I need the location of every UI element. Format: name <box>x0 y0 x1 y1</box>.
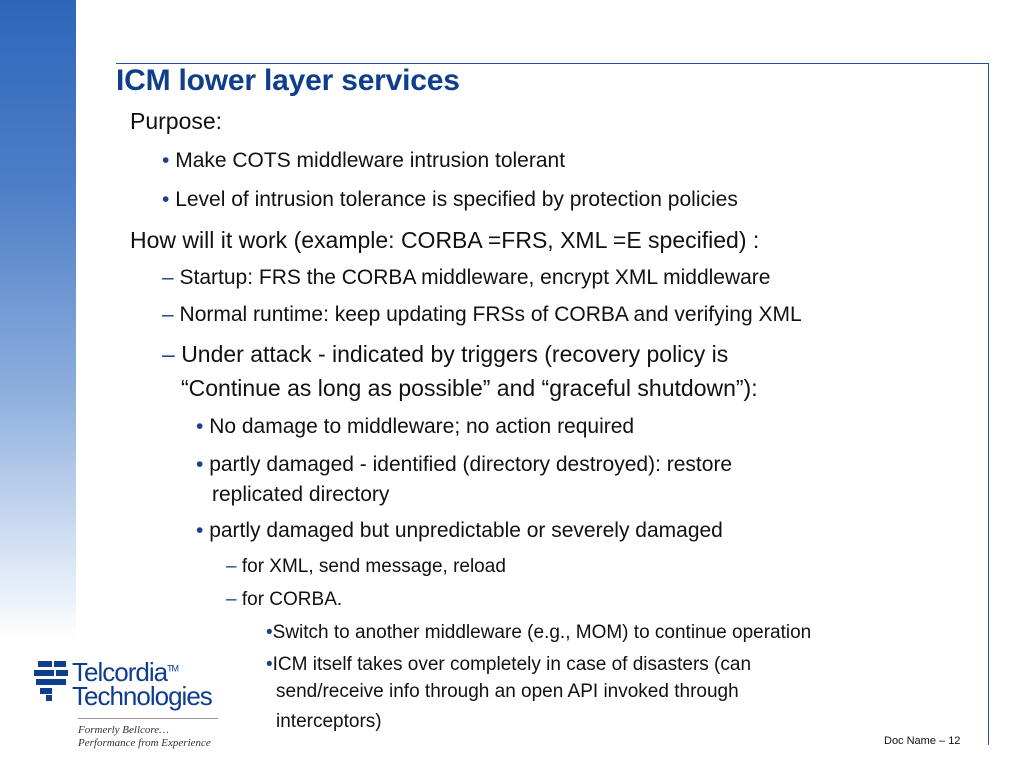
slide-title: ICM lower layer services <box>116 64 460 97</box>
bullet-text: No damage to middleware; no action requi… <box>209 415 635 438</box>
bullet-dot-icon: • <box>162 188 170 211</box>
bullet-text: How will it work (example: CORBA =FRS, X… <box>130 227 760 253</box>
bullet-dot-icon: • <box>266 622 273 643</box>
bullet-partly-damaged: • partly damaged - identified (directory… <box>196 453 732 477</box>
bullet-text: Level of intrusion tolerance is specifie… <box>175 188 738 211</box>
bullet-no-damage: • No damage to middleware; no action req… <box>196 415 634 439</box>
bullet-text: for CORBA. <box>241 589 343 610</box>
telcordia-mark-icon <box>34 661 68 701</box>
bullet-dot-icon: • <box>266 654 273 675</box>
bullet-text: interceptors) <box>276 711 382 732</box>
side-gradient-bar <box>0 0 76 640</box>
bullet-text: Normal runtime: keep updating FRSs of CO… <box>179 303 802 326</box>
bullet-for-xml: – for XML, send message, reload <box>226 556 506 578</box>
bullet-text: Purpose: <box>130 108 223 134</box>
bullet-text: send/receive info through an open API in… <box>276 681 739 702</box>
logo-divider <box>78 718 218 719</box>
bullet-text: partly damaged but unpredictable or seve… <box>209 519 723 542</box>
bullet-text: Make COTS middleware intrusion tolerant <box>175 149 566 172</box>
bullet-level-tolerance: • Level of intrusion tolerance is specif… <box>162 188 738 212</box>
bullet-text: “Continue as long as possible” and “grac… <box>181 375 758 401</box>
bullet-partly-damaged-cont: replicated directory <box>212 483 389 507</box>
bullet-text: Switch to another middleware (e.g., MOM)… <box>272 622 812 643</box>
bullet-text: ICM itself takes over completely in case… <box>272 654 752 675</box>
bullet-switch-middleware: •Switch to another middleware (e.g., MOM… <box>266 622 811 644</box>
dash-icon: – <box>226 589 237 610</box>
bullet-severely-damaged: • partly damaged but unpredictable or se… <box>196 519 723 543</box>
bullet-under-attack-cont: “Continue as long as possible” and “grac… <box>181 375 758 402</box>
bullet-normal-runtime: – Normal runtime: keep updating FRSs of … <box>162 303 802 327</box>
bullet-text: replicated directory <box>212 483 390 506</box>
bullet-dot-icon: • <box>196 519 204 542</box>
telcordia-logo: TelcordiaTM Technologies Formerly Bellco… <box>34 655 234 755</box>
bullet-text: Under attack - indicated by triggers (re… <box>181 341 729 367</box>
bullet-dot-icon: • <box>196 453 204 476</box>
bullet-dot-icon: • <box>162 149 170 172</box>
dash-icon: – <box>162 303 174 326</box>
bullet-icm-takes-over: •ICM itself takes over completely in cas… <box>266 654 751 676</box>
bullet-text: partly damaged - identified (directory d… <box>209 453 733 476</box>
bullet-under-attack: – Under attack - indicated by triggers (… <box>162 341 728 368</box>
dash-icon: – <box>162 341 175 367</box>
logo-name-line1: TelcordiaTM <box>72 657 179 687</box>
bullet-purpose: Purpose: <box>130 108 222 135</box>
footer-doc-name: Doc Name – 12 <box>884 735 961 747</box>
frame-top-rule <box>116 63 988 64</box>
bullet-text: Startup: FRS the CORBA middleware, encry… <box>179 266 771 289</box>
bullet-for-corba: – for CORBA. <box>226 589 342 611</box>
bullet-icm-takes-over-cont2: interceptors) <box>276 711 382 733</box>
dash-icon: – <box>162 266 174 289</box>
dash-icon: – <box>226 556 237 577</box>
bullet-startup: – Startup: FRS the CORBA middleware, enc… <box>162 266 770 290</box>
frame-right-rule <box>988 63 989 745</box>
bullet-how-it-works: How will it work (example: CORBA =FRS, X… <box>130 227 759 254</box>
logo-name-line2: Technologies <box>72 681 213 711</box>
logo-tagline-formerly: Formerly Bellcore… <box>78 724 169 736</box>
bullet-text: for XML, send message, reload <box>241 556 506 577</box>
logo-tagline-performance: Performance from Experience <box>78 737 211 749</box>
bullet-icm-takes-over-cont: send/receive info through an open API in… <box>276 681 739 703</box>
bullet-dot-icon: • <box>196 415 204 438</box>
bullet-make-cots: • Make COTS middleware intrusion toleran… <box>162 149 565 173</box>
